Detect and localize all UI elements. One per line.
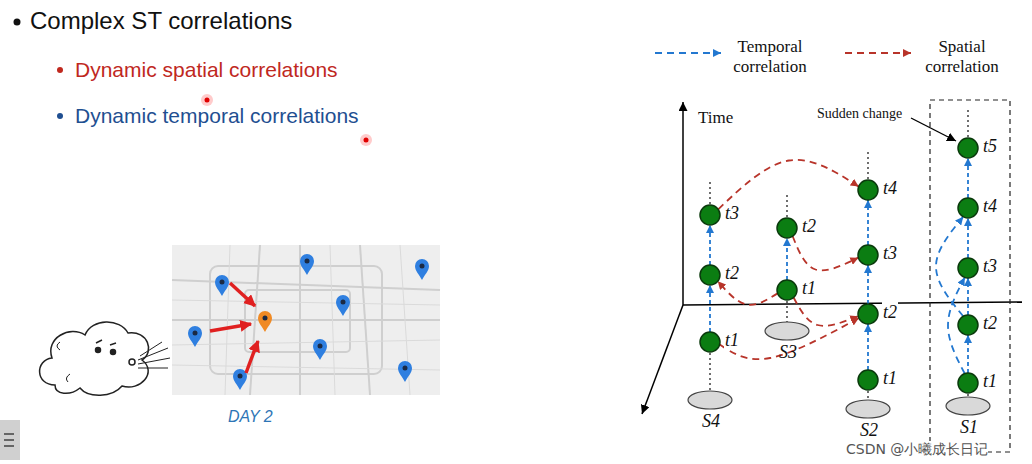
node-circle [857,303,879,325]
time-step-node: t1 [957,372,979,394]
map-caption: DAY 2 [228,407,273,427]
bullet [14,19,21,26]
spatial-arrow [718,160,858,209]
station-label: S2 [835,420,903,440]
temporal-arrow [967,218,969,258]
station-node: S1 [945,396,991,416]
time-step-node: t5 [957,137,979,159]
slide-title: Complex ST correlations [30,7,292,35]
time-step-node: t2 [957,314,979,336]
callout-text: Sudden change [817,105,902,122]
time-label: t2 [801,216,817,236]
node-circle [857,179,879,201]
temporal-arrow [867,265,869,304]
time-label: t2 [882,302,898,322]
time-label: t5 [982,136,998,156]
time-label: t3 [724,203,740,223]
station-ellipse [845,399,891,419]
time-step-node: t3 [957,257,979,279]
station-node: S4 [687,390,733,410]
watermark: CSDN @小曦成长日记 [846,441,988,458]
time-step-node: t1 [776,279,798,301]
bullet-text: Dynamic temporal correlations [75,103,359,129]
spatial-arrow [793,236,859,270]
time-step-node: t1 [699,331,721,353]
time-step-node: t2 [699,264,721,286]
time-step-node: t4 [857,179,879,201]
node-circle [776,217,798,239]
time-step-node: t2 [776,217,798,239]
time-step-node: t2 [857,303,879,325]
station-label: S1 [935,417,1003,437]
node-circle [776,279,798,301]
temporal-arrow [709,225,711,265]
time-step-node: t1 [857,369,879,391]
temporal-arrow [786,238,788,280]
time-step-node: t3 [699,204,721,226]
time-label: t1 [724,330,740,350]
legend-sample [655,52,721,54]
time-label: t3 [882,243,898,263]
temporal-arrow [867,324,869,370]
temporal-arrow [709,285,711,332]
temporal-arrow [967,158,969,198]
station-ellipse [687,390,733,410]
legend-text: Spatial correlation [914,37,1010,77]
time-label: t2 [724,263,740,283]
temporal-arrow [867,200,869,245]
bullet [57,67,63,73]
time-label: t2 [982,313,998,333]
time-step-node: t4 [957,197,979,219]
station-dotted-line [710,110,968,399]
bullet [57,113,63,119]
node-circle [857,244,879,266]
station-ellipse [764,321,810,341]
station-node: S3 [764,321,810,341]
node-circle [957,257,979,279]
station-label: S4 [677,411,745,431]
station-node: S2 [845,399,891,419]
city-map [172,245,440,395]
highlight-box [930,100,1010,452]
legend-text: Temporal correlation [722,37,818,77]
node-circle [957,197,979,219]
axes [642,102,1022,414]
time-label: t4 [882,178,898,198]
legend-sample [845,52,911,54]
node-circle [957,314,979,336]
time-step-node: t3 [857,244,879,266]
time-label: t1 [882,368,898,388]
axis-label: Time [698,108,733,128]
node-circle [699,204,721,226]
temporal-arrow [967,335,969,373]
station-label: S3 [754,342,822,362]
node-circle [699,331,721,353]
node-circle [699,264,721,286]
spatial-arrow [718,281,778,305]
node-circle [857,369,879,391]
time-label: t3 [982,256,998,276]
station-ellipse [945,396,991,416]
time-label: t4 [982,196,998,216]
wind-cloud [40,322,170,395]
temporal-arrow [967,278,969,315]
time-label: t1 [982,371,998,391]
time-label: t1 [801,278,817,298]
node-circle [957,372,979,394]
bullet-text: Dynamic spatial correlations [75,57,338,83]
spatial-arrow [794,298,859,326]
node-circle [957,137,979,159]
side-icon [0,420,20,460]
leader-arrow [911,118,956,141]
